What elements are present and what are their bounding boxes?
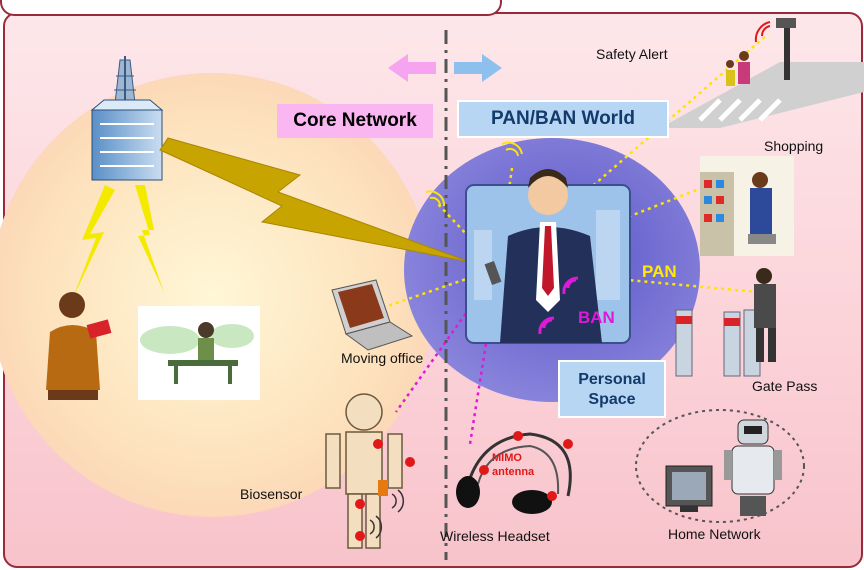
safety-alert-icon: [660, 18, 864, 128]
home-network-label: Home Network: [668, 526, 761, 542]
wireless-headset-label: Wireless Headset: [440, 528, 550, 544]
shopping-icon: [700, 156, 794, 256]
mobile-user-icon: [46, 292, 112, 400]
biosensor-signal-icon: [369, 489, 405, 539]
bolt-to-user2: [135, 185, 164, 292]
moving-office-label: Moving office: [341, 350, 424, 366]
personal-space-label: Personal Space: [558, 360, 666, 418]
antenna-label: antenna: [492, 466, 535, 478]
ban-signal-icon: [538, 276, 579, 335]
shopping-label: Shopping: [764, 138, 824, 154]
core-network-label: Core Network: [277, 104, 433, 138]
personal-space-line2: Space: [588, 391, 636, 408]
gate-pass-label: Gate Pass: [752, 378, 818, 394]
park-user-icon: [138, 306, 260, 400]
cellular-link-bolt: [159, 137, 471, 263]
biosensor-label: Biosensor: [240, 486, 303, 502]
base-station-icon: [90, 56, 164, 181]
robot-icon: [724, 419, 782, 516]
arrow-left-icon: [388, 54, 436, 82]
personal-space-line1: Personal: [578, 371, 646, 388]
laptop-icon: [331, 279, 414, 351]
home-network-area: [635, 409, 805, 523]
businessman-icon: [465, 169, 631, 344]
cellular-area: [0, 73, 434, 517]
bolt-to-user1: [72, 185, 115, 300]
safety-alert-label: Safety Alert: [596, 46, 668, 62]
biosensor-body-icon: [325, 393, 403, 549]
signal-icon: [425, 141, 523, 207]
arrow-right-icon: [454, 54, 502, 82]
tv-icon: [665, 465, 713, 512]
mimo-label: MIMO: [492, 452, 522, 464]
biosensor-node-icon: [355, 439, 415, 541]
pan-ban-world-label: PAN/BAN World: [457, 100, 669, 138]
gate-pass-icon: [675, 268, 776, 377]
sensor-device-icon: [378, 480, 388, 496]
pan-label: PAN: [642, 262, 677, 281]
ban-label: BAN: [578, 308, 615, 327]
headset-icon: [456, 431, 573, 514]
